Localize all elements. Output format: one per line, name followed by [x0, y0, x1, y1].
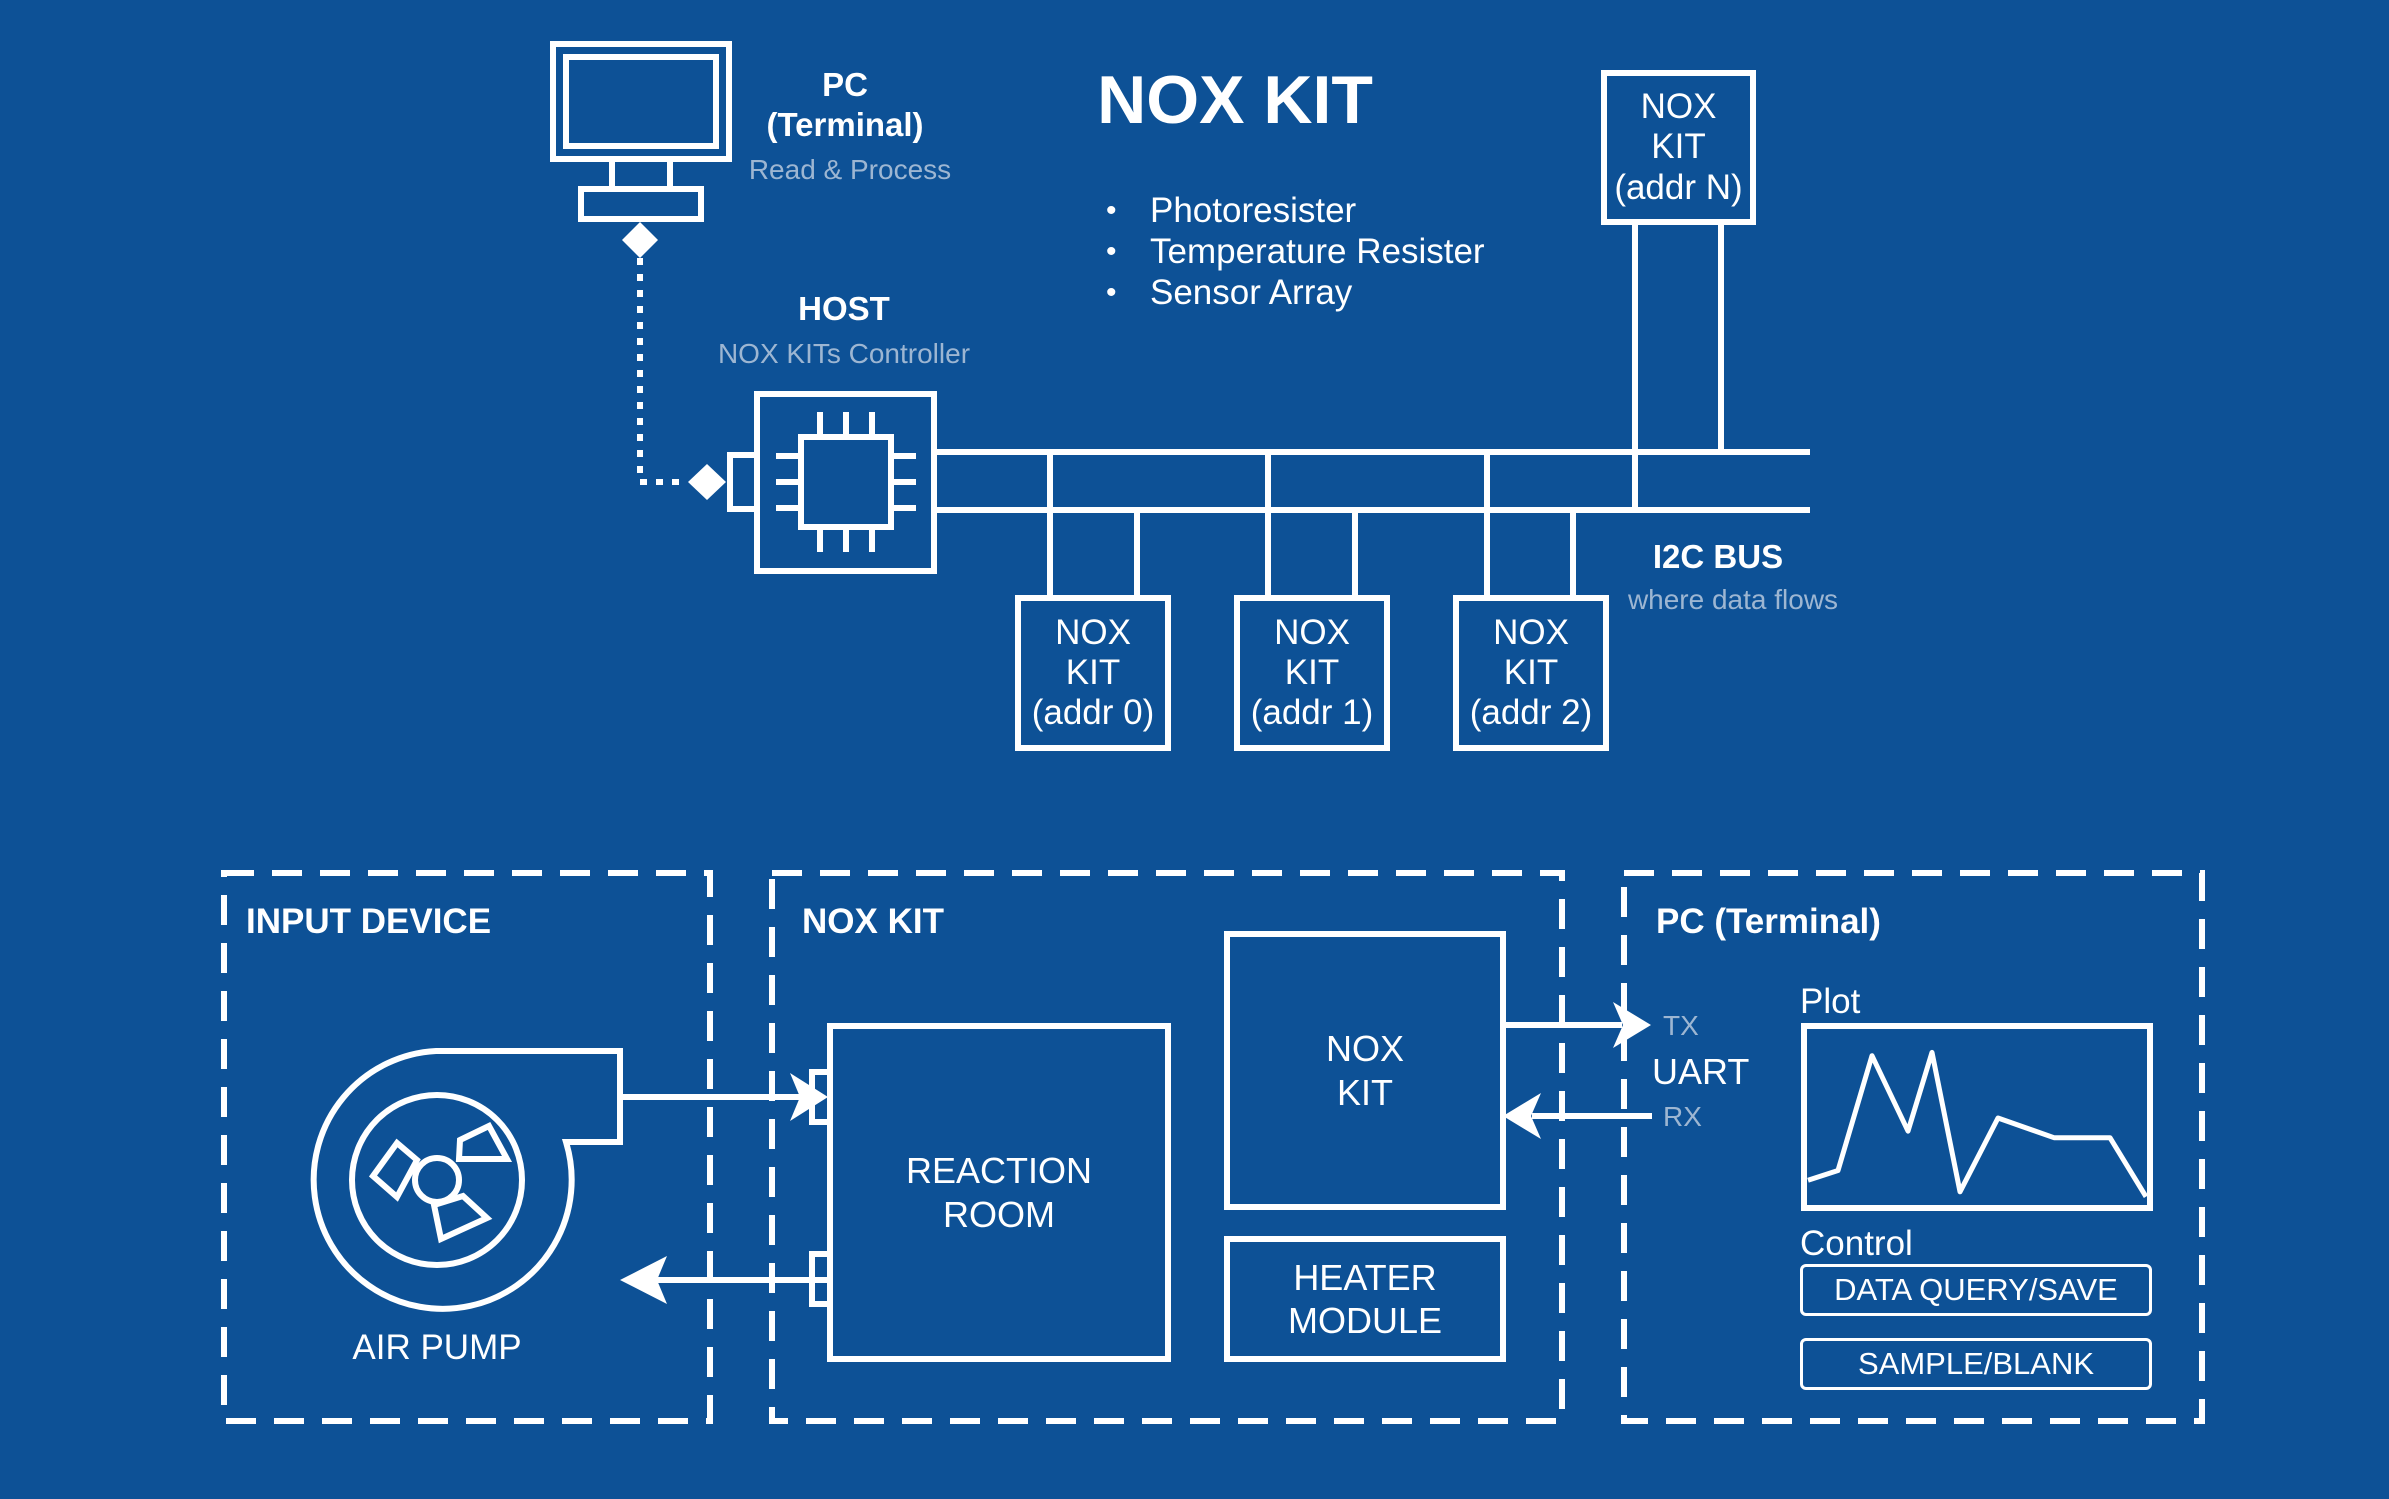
kit-line: NOX [1055, 612, 1131, 652]
kit-box-1 [1234, 595, 1390, 751]
heater-module-box [1224, 1236, 1506, 1362]
heater-module-label: HEATER MODULE [1227, 1239, 1503, 1359]
feature-item: Photoresister [1106, 190, 1485, 231]
nox-kit-box [1224, 931, 1506, 1210]
kit-line: KIT [1503, 652, 1559, 692]
kit-line: (addr N) [1614, 167, 1743, 207]
plot-label: Plot [1800, 982, 1861, 1021]
nox-kit-frame [769, 870, 1565, 1424]
reaction-room-line: REACTION [905, 1150, 1092, 1192]
kit-line: NOX [1493, 612, 1569, 652]
reaction-room-line: ROOM [943, 1193, 1055, 1235]
reaction-room-box [827, 1023, 1171, 1362]
nox-kit-line: NOX [1325, 1028, 1404, 1070]
i2c-bus [934, 222, 1810, 598]
section-frames [221, 870, 2205, 1424]
monitor-icon [550, 41, 732, 222]
plot-frame [1801, 1023, 2153, 1211]
bus-name: I2C BUS [1652, 538, 1784, 575]
kit-box-2 [1453, 595, 1609, 751]
kit-line: KIT [1284, 652, 1340, 692]
kit-line: (addr 1) [1250, 693, 1374, 733]
uart-label: UART [1652, 1051, 1750, 1092]
pc-host-connector [622, 222, 726, 500]
host-desc: NOX KITs Controller [717, 338, 971, 369]
uart-arrows [1503, 1002, 1652, 1139]
nox-kit-label: NOX KIT [1227, 934, 1503, 1207]
kit-box-0 [1015, 595, 1171, 751]
pc-frame [1621, 870, 2205, 1424]
kit-line: (addr 2) [1469, 693, 1593, 733]
kit-label-2: NOX KIT (addr 2) [1456, 598, 1606, 748]
input-device-title: INPUT DEVICE [246, 902, 492, 941]
uart-rx-label: RX [1663, 1101, 1702, 1132]
plot-line [1807, 1049, 2149, 1199]
pump-arrows [620, 1073, 828, 1304]
heater-line: HEATER [1293, 1256, 1437, 1298]
kit-label-0: NOX KIT (addr 0) [1018, 598, 1168, 748]
kit-box-n [1601, 70, 1756, 225]
air-pump-icon [310, 1048, 623, 1312]
kit-label-n: NOX KIT (addr N) [1604, 73, 1753, 222]
heater-line: MODULE [1287, 1300, 1443, 1341]
feature-item: Sensor Array [1106, 272, 1485, 313]
kit-line: KIT [1065, 652, 1121, 692]
kit-label-1: NOX KIT (addr 1) [1237, 598, 1387, 748]
reaction-room-label: REACTION ROOM [830, 1026, 1168, 1359]
control-label: Control [1800, 1224, 1913, 1263]
uart-tx-label: TX [1663, 1010, 1699, 1041]
page-title: NOX KIT [1097, 62, 1373, 138]
feature-item: Temperature Resister [1106, 231, 1485, 272]
input-device-frame [221, 870, 713, 1424]
pc-sub: (Terminal) [766, 106, 924, 143]
sample-blank-button[interactable]: SAMPLE/BLANK [1800, 1338, 2152, 1390]
kit-line: (addr 0) [1031, 693, 1155, 733]
chip-icon [727, 391, 937, 574]
kit-line: NOX [1274, 612, 1350, 652]
air-pump-label: AIR PUMP [352, 1328, 522, 1367]
nox-kit-line: KIT [1336, 1071, 1393, 1113]
data-query-save-button[interactable]: DATA QUERY/SAVE [1800, 1264, 2152, 1316]
pc-desc: Read & Process [748, 154, 952, 185]
host-name: HOST [798, 290, 890, 327]
kit-line: KIT [1651, 127, 1706, 167]
nox-section-title: NOX KIT [802, 902, 944, 941]
pc-name: PC [822, 66, 868, 103]
bus-desc: where data flows [1627, 584, 1839, 615]
kit-line: NOX [1640, 87, 1717, 127]
feature-list: Photoresister Temperature Resister Senso… [1106, 190, 1485, 313]
pc-section-title: PC (Terminal) [1656, 902, 1881, 941]
